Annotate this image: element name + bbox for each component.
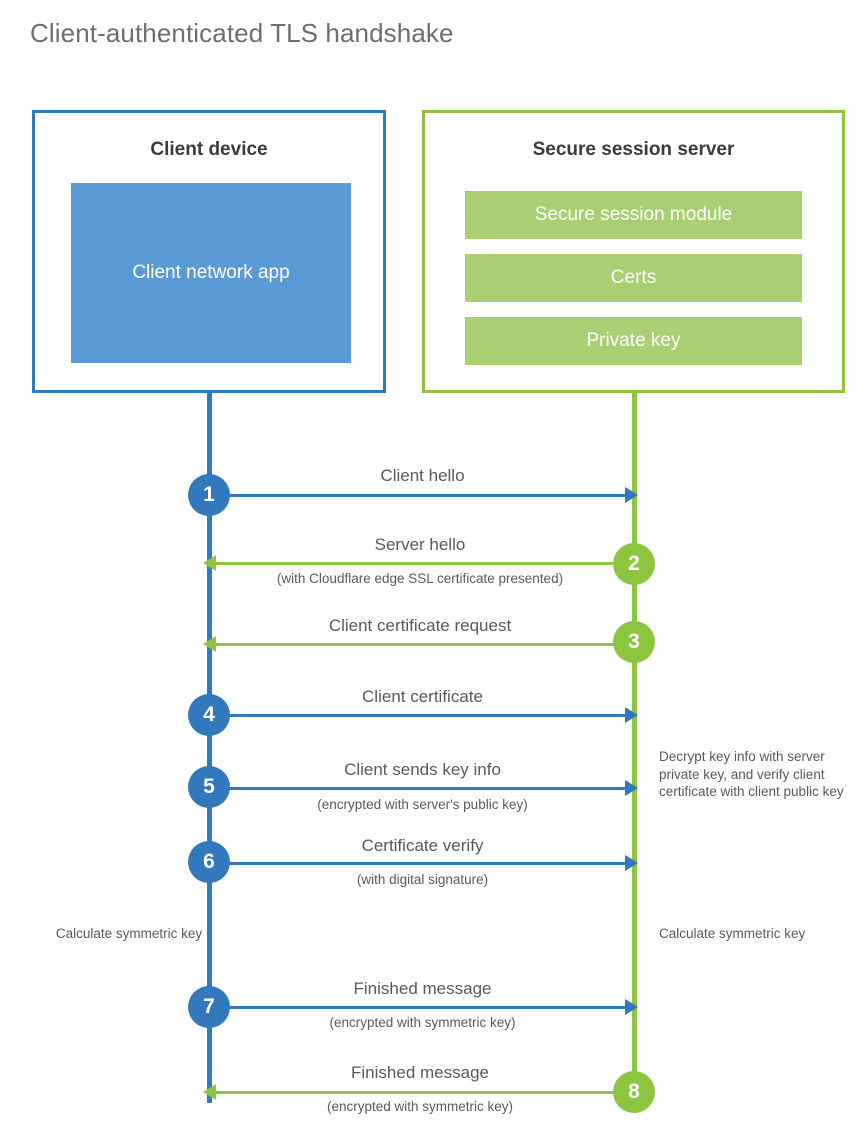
step-4-arrow-line [210, 714, 630, 717]
step-8-arrow-line [215, 1091, 635, 1094]
step-4-marker[interactable]: 4 [188, 694, 230, 736]
secure-session-server-box: Secure session server Secure session mod… [422, 110, 845, 393]
step-5-label: Client sends key info [344, 760, 501, 779]
step-6-arrow-line [210, 862, 630, 865]
step-1-marker[interactable]: 1 [188, 474, 230, 516]
step-5-sublabel: (encrypted with server's public key) [317, 797, 528, 812]
step-8-sublabel: (encrypted with symmetric key) [326, 1099, 514, 1114]
step-5-arrow-line [210, 787, 630, 790]
step-7-sublabel: (encrypted with symmetric key) [329, 1015, 516, 1030]
step-2-arrowhead [203, 555, 216, 571]
server-component-private-key: Private key [465, 317, 802, 365]
step-8-label: Finished message [351, 1063, 489, 1082]
step-4-label: Client certificate [362, 687, 483, 706]
client-calculate-symmetric-key-annotation: Calculate symmetric key [55, 926, 203, 941]
step-7-marker[interactable]: 7 [188, 986, 230, 1028]
server-component-secure-session-module: Secure session module [465, 191, 802, 239]
secure-session-server-title: Secure session server [532, 139, 735, 160]
page-title: Client-authenticated TLS handshake [30, 18, 454, 48]
step-3-arrowhead [203, 636, 216, 652]
server-calculate-symmetric-key-annotation: Calculate symmetric key [659, 926, 806, 941]
step-2-marker[interactable]: 2 [613, 543, 655, 585]
server-decrypt-annotation: Decrypt key info with server private key… [659, 749, 844, 799]
step-6-sublabel: (with digital signature) [356, 872, 489, 887]
step-6-label: Certificate verify [361, 836, 484, 855]
step-3-label: Client certificate request [328, 616, 512, 635]
step-1-label: Client hello [380, 466, 465, 485]
step-2-arrow-line [215, 562, 635, 565]
step-6-arrowhead [625, 855, 638, 871]
step-2-sublabel: (with Cloudflare edge SSL certificate pr… [276, 571, 564, 586]
step-3-marker[interactable]: 3 [613, 621, 655, 663]
client-lifeline [207, 391, 212, 1103]
step-8-arrowhead [203, 1084, 216, 1100]
server-lifeline [632, 391, 637, 1093]
step-7-arrowhead [625, 999, 638, 1015]
server-component-certs: Certs [465, 254, 802, 302]
step-4-arrowhead [625, 707, 638, 723]
step-8-marker[interactable]: 8 [613, 1071, 655, 1113]
client-device-title: Client device [150, 139, 268, 160]
client-device-box: Client device Client network app [32, 110, 386, 393]
step-1-arrow-line [210, 494, 630, 497]
step-7-label: Finished message [353, 979, 492, 998]
step-7-arrow-line [210, 1006, 630, 1009]
step-5-marker[interactable]: 5 [188, 766, 230, 808]
step-5-arrowhead [625, 780, 638, 796]
step-1-arrowhead [625, 487, 638, 503]
step-3-arrow-line [215, 643, 635, 646]
step-6-marker[interactable]: 6 [188, 841, 230, 883]
client-network-app-block: Client network app [71, 183, 351, 363]
step-2-label: Server hello [374, 535, 466, 554]
